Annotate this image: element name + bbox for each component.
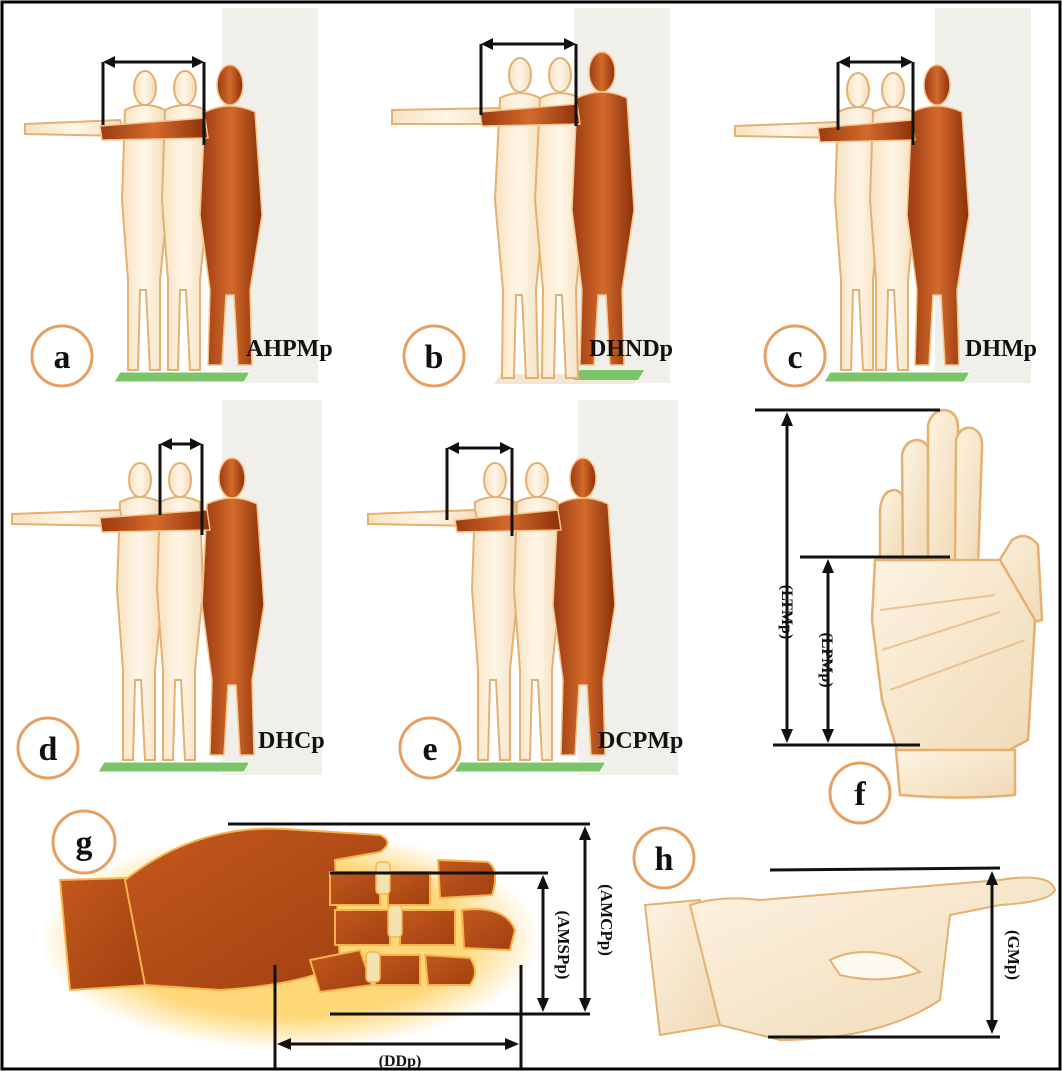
panel-g: (AMCPp) (AMSPp) (DDp) g: [40, 811, 616, 1070]
measure-label: (LPMp): [818, 632, 835, 687]
badge-g: g: [53, 811, 115, 873]
arrow-head: [192, 56, 204, 68]
floor-mat: [114, 372, 250, 382]
badge-c: c: [765, 326, 825, 386]
measure-label: (LTMp): [778, 585, 795, 640]
badge-b: b: [404, 326, 464, 386]
measure-label: (GMp): [1004, 930, 1023, 980]
panel-letter: f: [854, 776, 866, 813]
badge-a: a: [32, 326, 92, 386]
arrow-head: [500, 442, 512, 454]
panel-letter: g: [76, 825, 93, 862]
panel-letter: e: [422, 731, 437, 768]
arrow-head: [481, 38, 493, 50]
panel-b: DHNDp b: [392, 8, 673, 386]
arrow-head: [781, 729, 793, 743]
measure-label: DCPMp: [598, 728, 683, 754]
ghost-figure: [735, 73, 916, 370]
badge-f: f: [830, 763, 890, 823]
arrow-head: [579, 826, 591, 840]
panel-f: (LTMp) (LPMp) f: [755, 410, 1042, 823]
measure-label: (AMSPp): [554, 911, 573, 980]
measure-label: (DDp): [379, 1053, 422, 1070]
panel-e: DCPMp e: [368, 400, 683, 778]
panel-letter: h: [655, 841, 674, 878]
ghost-figure: [25, 71, 208, 370]
ghost-figure: [368, 463, 560, 760]
panel-letter: d: [39, 731, 58, 768]
palm-hand: [872, 410, 1042, 798]
measure-label: AHPMp: [246, 336, 333, 362]
floor-mat: [98, 762, 250, 772]
measure-label: DHMp: [965, 336, 1037, 362]
arrow-head: [447, 442, 459, 454]
arrow-head: [822, 559, 834, 573]
badge-h: h: [634, 828, 694, 888]
panel-letter: a: [54, 339, 71, 376]
arrow-head: [901, 56, 913, 68]
arrow-head: [190, 438, 202, 450]
arrow-head: [537, 998, 549, 1012]
arrow-head: [838, 56, 850, 68]
ghost-figure: [12, 463, 203, 760]
arrow-head: [160, 438, 172, 450]
arrow-head: [537, 875, 549, 889]
floor-mat: [454, 762, 606, 772]
arrow-head: [822, 729, 834, 743]
arrow-head: [505, 1038, 519, 1050]
arrow-head: [986, 1020, 998, 1034]
measure-label: (AMCPp): [597, 884, 616, 956]
floor-mat: [574, 370, 644, 380]
panel-h: (GMp) h: [634, 828, 1055, 1040]
badge-e: e: [400, 718, 460, 778]
dark-hand: [60, 829, 515, 992]
arrow-head: [781, 412, 793, 426]
badge-d: d: [18, 718, 78, 778]
panel-a: AHPMp a: [25, 8, 333, 386]
arrow-head: [579, 998, 591, 1012]
measure-label: DHNDp: [589, 336, 673, 362]
floor-mat: [824, 372, 970, 382]
panel-letter: b: [425, 339, 444, 376]
arrow-head: [986, 871, 998, 885]
panel-letter: c: [787, 339, 802, 376]
arrow-head: [103, 56, 115, 68]
measure-label: DHCp: [258, 728, 325, 754]
panel-c: DHMp c: [735, 8, 1037, 386]
panel-d: DHCp d: [12, 400, 325, 778]
